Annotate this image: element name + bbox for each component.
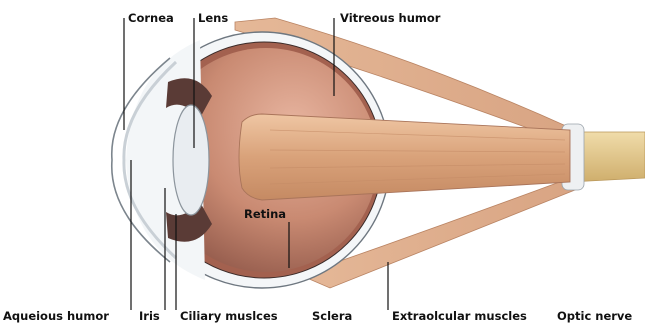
cornea-label: Cornea xyxy=(128,11,174,25)
ciliary-muscles-label: Ciliary muslces xyxy=(180,309,278,323)
lens-label: Lens xyxy=(198,11,228,25)
lens-shape xyxy=(173,105,209,215)
vitreous-humor-label: Vitreous humor xyxy=(340,11,440,25)
central-extraocular-muscle xyxy=(239,114,570,200)
iris-label: Iris xyxy=(139,309,160,323)
extraocular-muscles-label: Extraolcular muscles xyxy=(392,309,527,323)
aqueous-humor-label: Aqueious humor xyxy=(3,309,109,323)
sclera-label: Sclera xyxy=(312,309,352,323)
retina-label: Retina xyxy=(244,207,286,221)
optic-nerve-label: Optic nerve xyxy=(557,309,632,323)
